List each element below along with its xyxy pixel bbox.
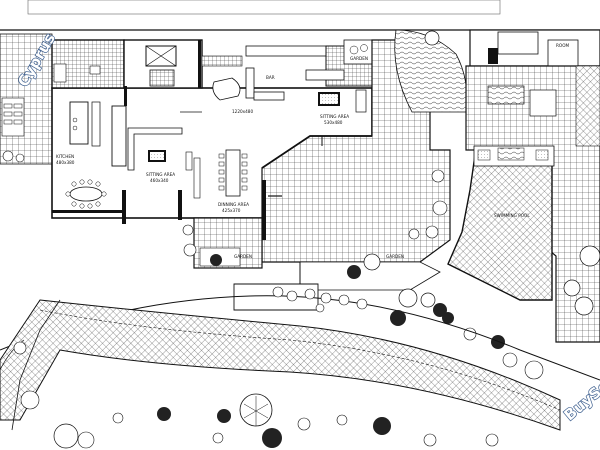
kitchen-dining-table (65, 179, 107, 209)
tree-icon (424, 30, 440, 46)
sitting-area-2-label: SITTING AREA (320, 114, 349, 119)
sitting-area-1-dimension: 460x340 (150, 178, 169, 183)
watermark-right: BuySe (561, 377, 600, 425)
swimming-pool: SWIMMING POOL (447, 145, 555, 301)
tree-icon (420, 292, 436, 308)
sitting-area-1: SITTING AREA 460x340 (127, 111, 202, 183)
dinning-area-label: DINNING AREA (218, 202, 249, 207)
kitchen-label: KITCHEN (56, 154, 74, 159)
plant-icon (2, 150, 14, 162)
tree-icon (563, 279, 581, 297)
sitting-area-2-dimension: 530x480 (324, 120, 343, 125)
tree-icon (579, 245, 600, 267)
pool-trees (408, 169, 544, 380)
shrub-row (272, 286, 406, 326)
sitting-area-2: SITTING AREA 530x480 (305, 69, 367, 125)
dinning-area: DINNING AREA 425x370 (193, 149, 249, 213)
lower-courtyard: GARDEN (182, 217, 263, 269)
structural-walls (52, 40, 266, 240)
swimming-pool-label: SWIMMING POOL (494, 213, 530, 218)
tree-icon (574, 296, 594, 316)
left-terrace (0, 33, 53, 165)
room-label: ROOM (556, 43, 570, 48)
plant-icon (15, 153, 25, 163)
curved-driveway (0, 299, 561, 431)
tree-icon (363, 253, 381, 271)
kitchen-dimension: 480x380 (56, 160, 75, 165)
tree-icon (398, 288, 418, 308)
tree-icon (182, 224, 194, 236)
pavilion: ROOM (469, 29, 600, 67)
garden-upper: GARDEN (343, 39, 375, 65)
shrub-icon (347, 265, 361, 279)
living-dimension: 1220x480 (232, 109, 253, 114)
garden-label-2: GARDEN (234, 254, 252, 259)
bar-area: BAR 1220x480 (212, 67, 285, 114)
shrub-icon (433, 303, 447, 317)
sitting-area-1-label: SITTING AREA (146, 172, 175, 177)
tree-icon (183, 243, 197, 257)
bottom-plantings (13, 341, 499, 449)
plot-boundary (0, 0, 600, 31)
shrub-icon (210, 254, 222, 266)
kitchen: KITCHEN 480x380 (56, 101, 127, 209)
garden-lower: GARDEN (299, 253, 447, 317)
lounge-chairs (3, 103, 23, 125)
garden-label-1: GARDEN (350, 56, 368, 61)
bar-label: BAR (266, 75, 275, 80)
garden-label-3: GARDEN (386, 254, 404, 259)
dinning-area-dimension: 425x370 (222, 208, 241, 213)
